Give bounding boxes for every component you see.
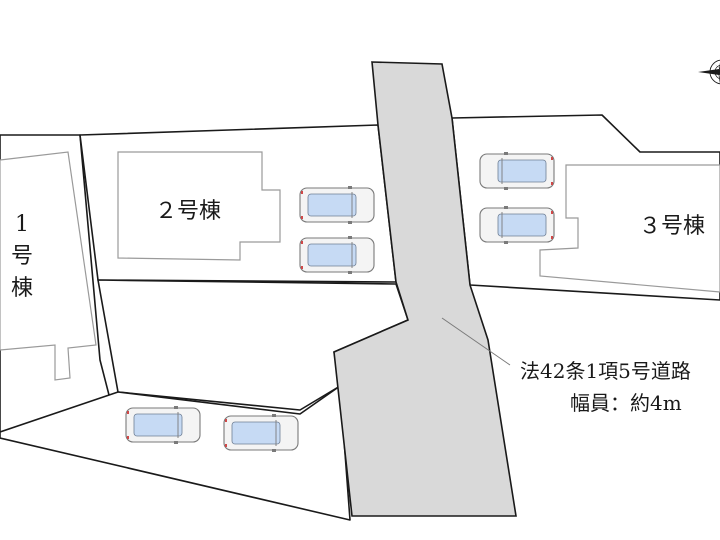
car-light xyxy=(127,436,129,439)
building-1-outline xyxy=(0,151,97,381)
building-1-label-line1: 1 xyxy=(15,212,29,237)
parked-car-icon xyxy=(223,414,299,452)
parked-car-icon xyxy=(299,186,375,224)
parked-car-icon xyxy=(479,206,555,244)
cars-group xyxy=(125,152,555,452)
car-light xyxy=(301,241,303,244)
building-1-label-line3: 棟 xyxy=(11,276,33,301)
car-mirror xyxy=(504,187,508,190)
car-window xyxy=(497,159,547,183)
building-1-label-line2: 号 xyxy=(11,244,33,269)
car-mirror xyxy=(348,221,352,224)
building-3-outline xyxy=(539,164,720,293)
car-window xyxy=(497,213,547,237)
car-light xyxy=(551,157,553,160)
car-mirror xyxy=(272,449,276,452)
car-window xyxy=(133,413,183,437)
car-light xyxy=(551,236,553,239)
car-mirror xyxy=(504,206,508,209)
car-light xyxy=(301,266,303,269)
car-mirror xyxy=(348,236,352,239)
car-light xyxy=(551,211,553,214)
car-mirror xyxy=(504,241,508,244)
car-light xyxy=(301,216,303,219)
car-light xyxy=(127,411,129,414)
road-leader-line xyxy=(441,317,511,366)
car-mirror xyxy=(348,271,352,274)
parked-car-icon xyxy=(125,406,201,444)
car-light xyxy=(225,419,227,422)
building-2-outline xyxy=(117,151,281,261)
car-light xyxy=(551,182,553,185)
building-2-label: ２号棟 xyxy=(155,199,221,224)
car-light xyxy=(301,191,303,194)
road-width-label: 幅員：約4m xyxy=(570,391,682,415)
parked-car-icon xyxy=(479,152,555,190)
car-mirror xyxy=(272,414,276,417)
car-mirror xyxy=(174,406,178,409)
car-window xyxy=(231,421,281,445)
parked-car-icon xyxy=(299,236,375,274)
car-mirror xyxy=(348,186,352,189)
road-designation-label: 法42条1項5号道路 xyxy=(520,359,691,383)
car-light xyxy=(225,444,227,447)
car-window xyxy=(307,193,357,217)
car-mirror xyxy=(504,152,508,155)
car-mirror xyxy=(174,441,178,444)
road xyxy=(333,61,517,517)
car-window xyxy=(307,243,357,267)
compass-rose-icon xyxy=(698,59,720,85)
building-3-label: ３号棟 xyxy=(639,214,705,239)
